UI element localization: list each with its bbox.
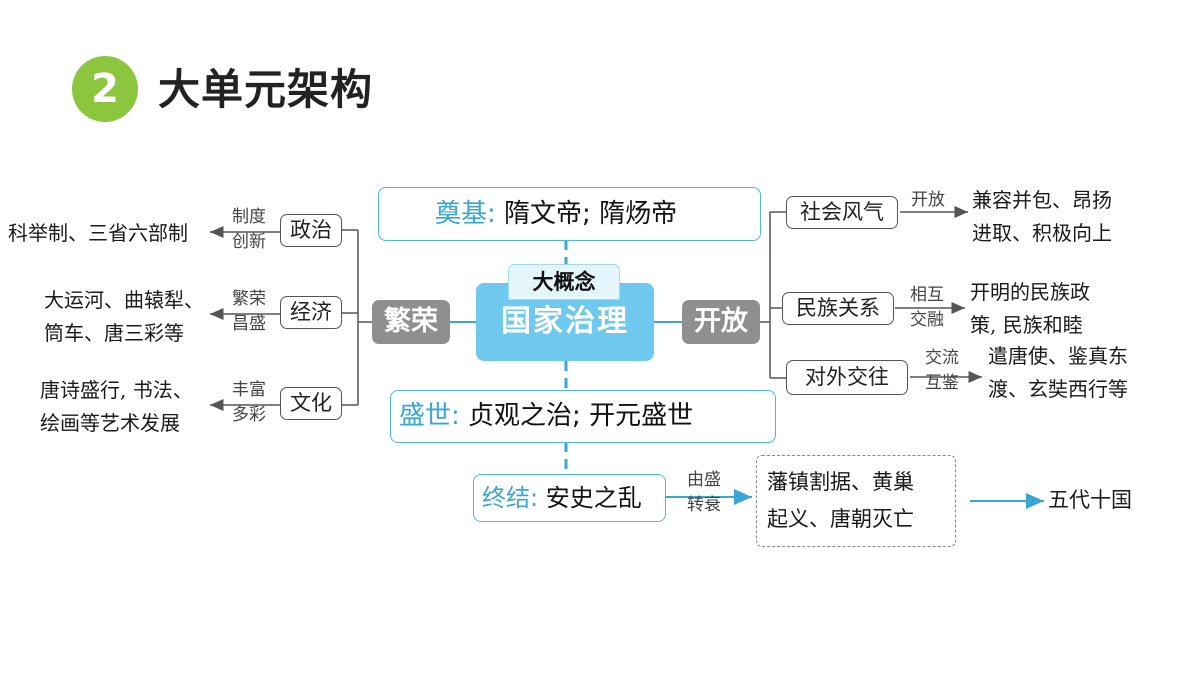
foundation-box: 奠基: 隋文帝; 隋炀帝 [378, 187, 761, 241]
tag-ethnic-relations: 相互交融 [910, 285, 944, 330]
tag-economy: 繁荣昌盛 [232, 289, 266, 334]
leaf-social-ethos: 兼容并包、昂扬进取、积极向上 [972, 188, 1112, 245]
leaf-foreign-exchange: 遣唐使、鉴真东渡、玄奘西行等 [988, 344, 1128, 401]
tag-decline: 由盛转衰 [687, 470, 721, 515]
tag-culture: 丰富多彩 [232, 380, 266, 425]
tag-foreign-exchange: 交流互鉴 [925, 348, 959, 393]
node-social-ethos: 社会风气 [786, 196, 898, 229]
node-economy: 经济 [280, 296, 342, 329]
decline-box: 藩镇割据、黄巢起义、唐朝灭亡 [756, 455, 956, 547]
result-five-dynasties: 五代十国 [1048, 488, 1132, 512]
heyday-box: 盛世: 贞观之治; 开元盛世 [390, 390, 776, 443]
leaf-culture: 唐诗盛行, 书法、绘画等艺术发展 [40, 378, 193, 435]
end-key: 终结 [482, 484, 530, 512]
end-box: 终结: 安史之乱 [473, 474, 666, 522]
foundation-key: 奠基 [435, 199, 488, 229]
node-foreign-exchange: 对外交往 [786, 360, 908, 395]
prosperity-tag: 繁荣 [372, 300, 450, 344]
left-bracket [357, 230, 372, 405]
node-culture: 文化 [280, 387, 342, 420]
foundation-value: 隋文帝; 隋炀帝 [504, 199, 678, 229]
heyday-value: 贞观之治; 开元盛世 [468, 401, 694, 431]
right-bracket [760, 212, 771, 378]
leaf-ethnic-relations: 开明的民族政策, 民族和睦 [970, 280, 1090, 337]
tag-politics: 制度创新 [232, 207, 266, 252]
node-ethnic-relations: 民族关系 [782, 292, 894, 325]
section-number-badge: 2 [72, 56, 138, 122]
core-tab: 大概念 [508, 264, 620, 300]
node-politics: 政治 [280, 214, 342, 247]
leaf-politics: 科举制、三省六部制 [8, 221, 188, 245]
openness-tag: 开放 [682, 300, 760, 344]
end-value: 安史之乱 [545, 484, 642, 512]
heyday-key: 盛世 [399, 401, 452, 431]
tag-social-ethos: 开放 [911, 190, 945, 210]
page-title: 大单元架构 [158, 65, 374, 114]
leaf-economy: 大运河、曲辕犁、筒车、唐三彩等 [44, 288, 204, 345]
